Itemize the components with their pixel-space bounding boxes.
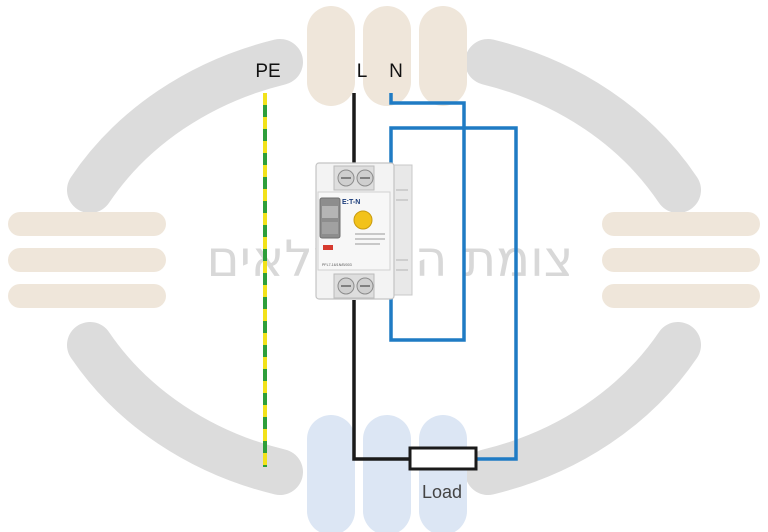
brand-label: E:T-N xyxy=(342,199,360,206)
watermark-logo: צומת החשמלאים xyxy=(8,6,760,532)
line-wire xyxy=(352,93,410,461)
load-resistor xyxy=(408,446,478,471)
l-label: L xyxy=(357,61,368,82)
bottom-terminals xyxy=(333,273,375,299)
status-indicator xyxy=(323,245,333,250)
toggle-lever xyxy=(319,197,341,239)
top-terminals xyxy=(333,165,375,191)
model-label: PFL7-16/1N/B/003 xyxy=(322,263,352,267)
neutral-wire xyxy=(389,93,518,461)
load-label: Load xyxy=(422,482,462,502)
pe-label: PE xyxy=(255,61,280,82)
rcbo-breaker: E:T-N PFL7-16/1N/B/003 xyxy=(315,162,413,300)
test-button xyxy=(353,210,373,230)
n-label: N xyxy=(389,61,403,82)
